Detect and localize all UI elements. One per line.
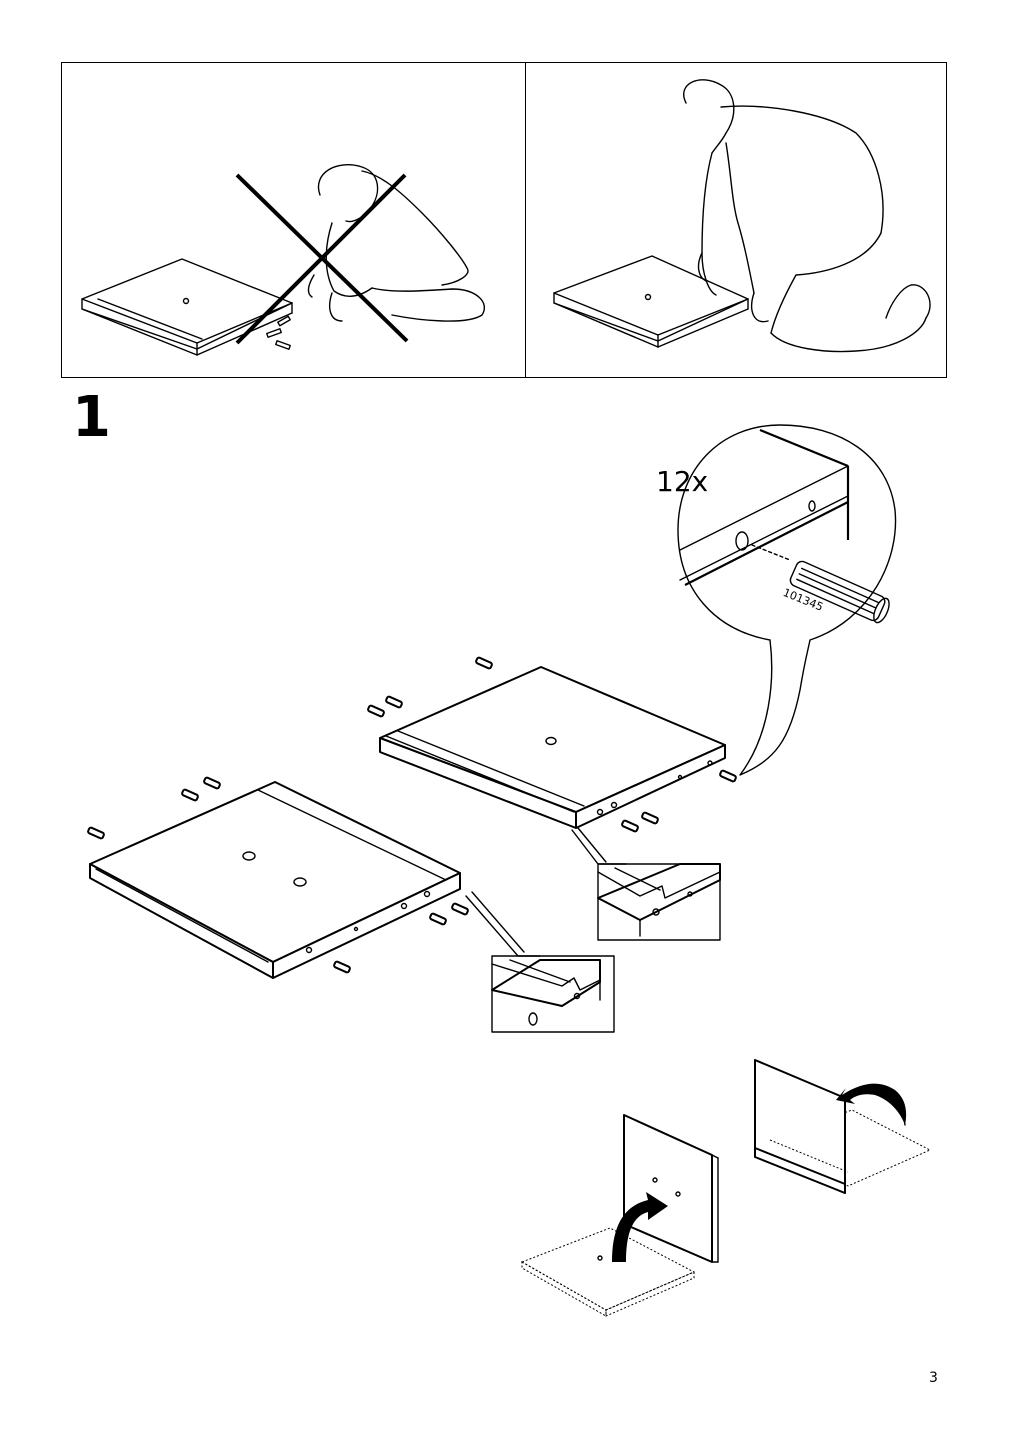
wrong-way-panel — [62, 63, 525, 377]
right-way-panel — [526, 63, 946, 377]
groove-detail-top — [571, 827, 721, 941]
right-way-illustration — [553, 79, 931, 353]
groove-detail-bottom — [465, 891, 615, 1033]
bottom-board-dowels — [87, 776, 469, 974]
step-number: 1 — [72, 385, 111, 450]
comparison-frame — [61, 62, 947, 378]
bottom-board — [89, 781, 461, 979]
panel-divider — [525, 63, 526, 377]
top-board-dowels — [367, 656, 737, 833]
dowel-detail-callout — [677, 424, 897, 776]
assembly-sequence-right — [754, 1059, 932, 1194]
top-board — [379, 666, 726, 829]
wrong-way-illustration — [81, 164, 485, 356]
assembly-sequence-left — [520, 1114, 719, 1317]
quantity-label: 12x — [656, 465, 709, 498]
page-number: 3 — [929, 1370, 938, 1386]
